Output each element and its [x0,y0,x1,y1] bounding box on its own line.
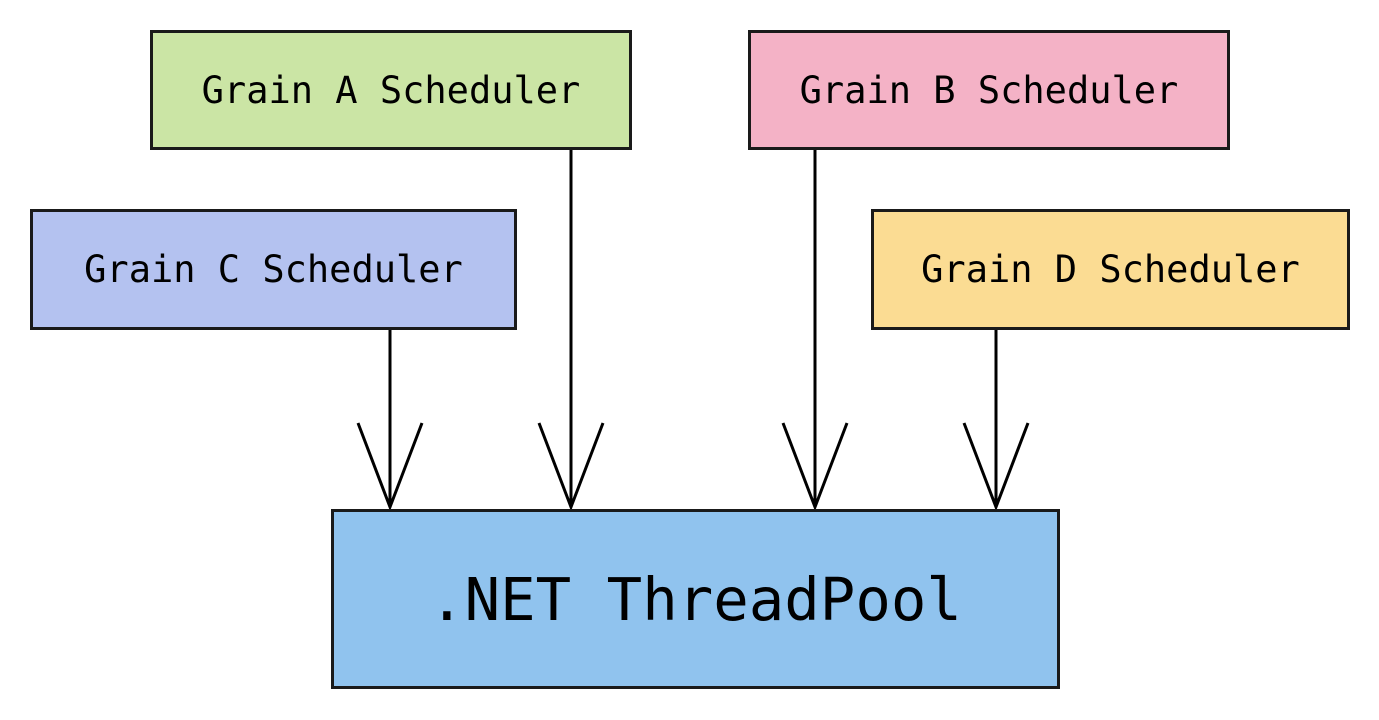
node-grain-a-label: Grain A Scheduler [201,68,581,112]
node-grain-d-scheduler: Grain D Scheduler [871,209,1350,330]
arrow-grain-d-to-threadpool [962,330,1030,512]
arrow-grain-a-to-threadpool [537,150,605,512]
node-grain-d-label: Grain D Scheduler [921,248,1300,291]
node-dotnet-threadpool: .NET ThreadPool [331,509,1060,689]
node-dotnet-threadpool-label: .NET ThreadPool [429,564,962,634]
node-grain-c-label: Grain C Scheduler [84,248,463,291]
arrow-grain-b-to-threadpool [781,150,849,512]
node-grain-b-label: Grain B Scheduler [799,68,1179,112]
arrow-grain-c-to-threadpool [356,330,424,512]
node-grain-b-scheduler: Grain B Scheduler [748,30,1230,150]
node-grain-a-scheduler: Grain A Scheduler [150,30,632,150]
node-grain-c-scheduler: Grain C Scheduler [30,209,517,330]
